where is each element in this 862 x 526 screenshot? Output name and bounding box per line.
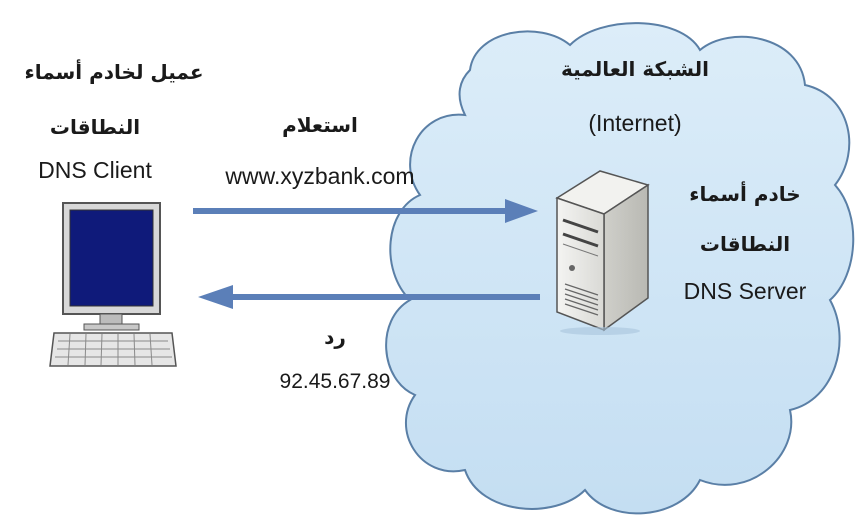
server-title-ar-line1: خادم أسماء xyxy=(689,182,801,206)
response-ip: 92.45.67.89 xyxy=(279,370,391,393)
query-label-ar: استعلام xyxy=(282,113,358,137)
client-title-ar-line1: عميل لخادم أسماء xyxy=(24,60,204,84)
internet-title-en: (Internet) xyxy=(588,110,682,136)
client-title-en: DNS Client xyxy=(38,157,152,183)
dns-server-icon xyxy=(555,170,650,335)
response-arrow xyxy=(198,285,540,309)
client-title-ar-line2: النطاقات xyxy=(49,115,141,139)
client-computer-icon xyxy=(49,202,177,367)
internet-title-ar: الشبكة العالمية xyxy=(561,57,709,81)
query-arrow xyxy=(193,199,538,223)
query-domain: www.xyzbank.com xyxy=(225,163,415,189)
server-title-en: DNS Server xyxy=(683,278,807,304)
server-title-ar-line2: النطاقات xyxy=(699,232,791,256)
response-label-ar: رد xyxy=(324,325,346,349)
